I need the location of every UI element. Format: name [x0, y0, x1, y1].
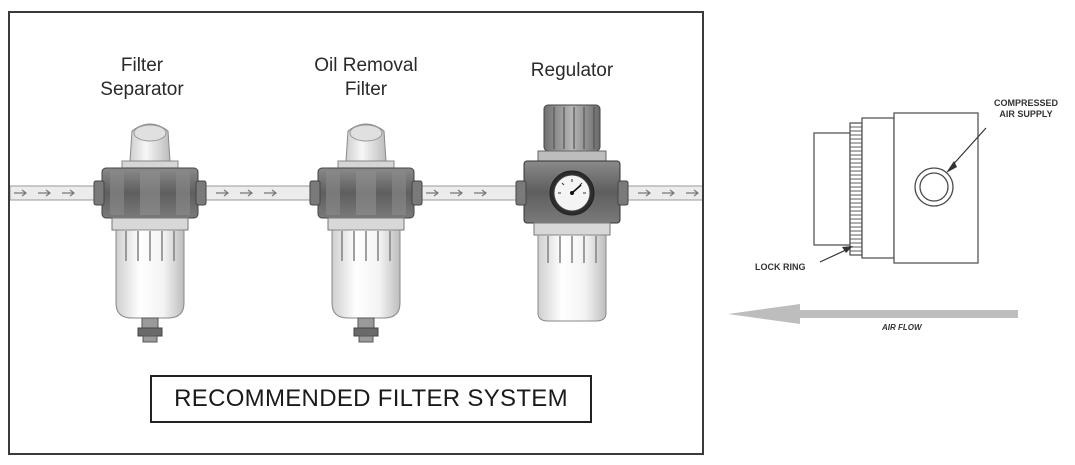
compressed-air-port-icon [914, 167, 954, 207]
filter-system-panel: Filter Separator Oil Removal Filter Regu… [8, 11, 704, 455]
regulator-unit [515, 104, 629, 322]
filter-separator-label: Filter Separator [100, 55, 184, 100]
pressure-gauge-icon [549, 170, 595, 216]
oil-removal-filter-label: Oil Removal Filter [314, 55, 418, 100]
compressed-air-supply-label: COMPRESSED AIR SUPPLY [993, 98, 1058, 119]
oil-removal-filter-unit [309, 123, 423, 343]
air-flow-arrow-icon [728, 304, 1018, 324]
filter-system-drawing [10, 104, 702, 343]
compressed-air-callout-arrow [946, 127, 987, 173]
recommended-filter-system-label: RECOMMENDED FILTER SYSTEM [150, 375, 592, 423]
pipe-flow-arrows [14, 189, 699, 197]
regulator-label: Regulator [530, 60, 614, 81]
lock-ring-label: LOCK RING [755, 262, 806, 272]
lock-ring-callout-arrow [819, 246, 853, 263]
lock-ring-knurl [850, 126, 862, 252]
air-flow-label: AIR FLOW [882, 323, 922, 332]
filter-separator-unit [93, 123, 207, 343]
